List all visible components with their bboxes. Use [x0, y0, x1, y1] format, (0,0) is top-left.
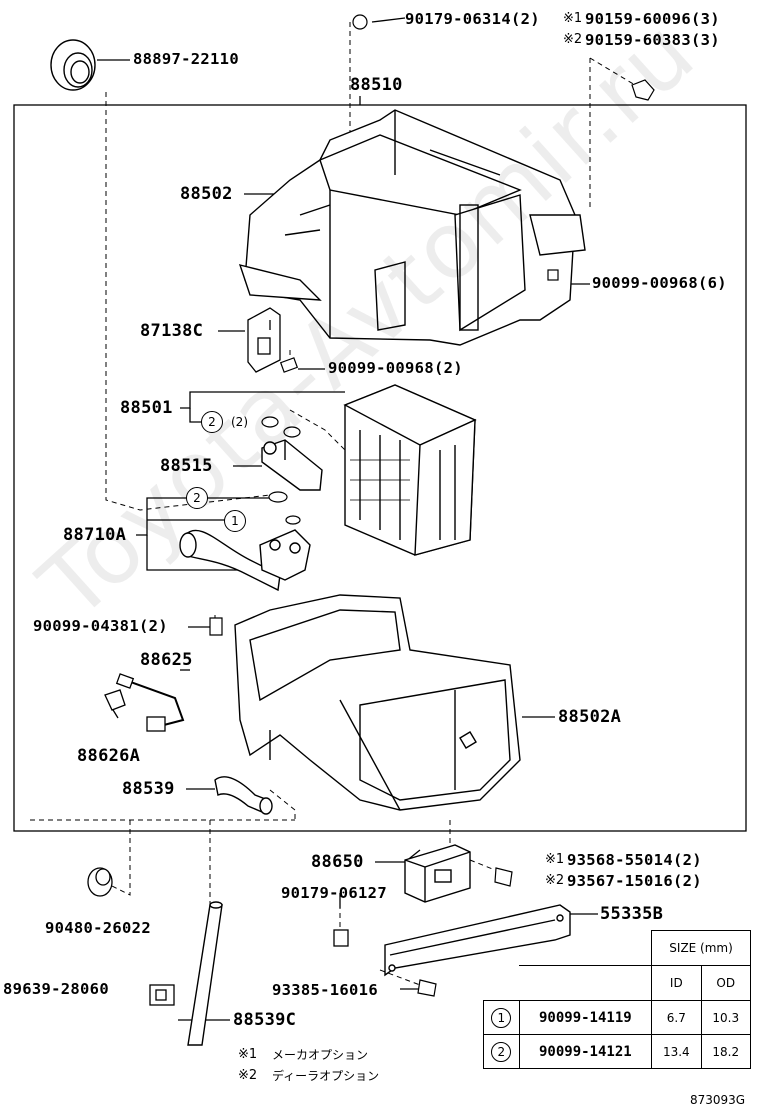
row-part: 90099-14121	[518, 1034, 653, 1069]
label-93567-15016: 93567-15016(2)	[567, 872, 702, 890]
label-88897-22110: 88897-22110	[133, 50, 239, 68]
label-88539c: 88539C	[233, 1010, 297, 1030]
label-90179-06127: 90179-06127	[281, 884, 387, 902]
col-od-header: OD	[700, 965, 752, 1001]
row-id: 6.7	[651, 1000, 702, 1035]
row-od: 10.3	[700, 1000, 752, 1035]
label-55335b: 55335B	[600, 904, 664, 924]
bracket-55335b	[384, 904, 571, 977]
gasket-88897	[50, 39, 96, 91]
note-mark-2b: ※2	[545, 873, 565, 888]
amplifier-88650	[404, 844, 471, 903]
label-88626a: 88626A	[77, 746, 141, 766]
label-90099-04381: 90099-04381(2)	[33, 617, 168, 635]
size-table: SIZE (mm) ID OD 1 90099-14119 6.7 10.3 2…	[483, 930, 752, 1069]
label-93568-55014: 93568-55014(2)	[567, 851, 702, 869]
figure-code: 873093G	[690, 1093, 746, 1107]
label-qty-2: (2)	[231, 415, 248, 429]
col-id-header: ID	[651, 965, 702, 1001]
label-90179-06314: 90179-06314(2)	[405, 10, 540, 28]
note-mark-1: ※1	[563, 11, 583, 26]
row-ref: 2	[491, 1042, 512, 1062]
label-90159-60096: 90159-60096(3)	[585, 10, 720, 28]
label-88502: 88502	[180, 184, 233, 204]
label-90099-00968-2: 90099-00968(2)	[328, 359, 463, 377]
label-88625: 88625	[140, 650, 193, 670]
label-88710a: 88710A	[63, 525, 127, 545]
label-90099-00968-6: 90099-00968(6)	[592, 274, 727, 292]
table-row: 1 90099-14119 6.7 10.3	[483, 1000, 752, 1035]
label-88515: 88515	[160, 456, 213, 476]
hose-88539c	[187, 901, 223, 1046]
expansion-valve-88515	[261, 439, 323, 491]
row-part: 90099-14119	[518, 1000, 653, 1035]
clip-89639	[149, 984, 175, 1006]
label-88501: 88501	[120, 398, 173, 418]
callout-2-upper: 2	[201, 411, 223, 433]
assembly-frame	[13, 104, 747, 832]
callout-2-lower: 2	[186, 487, 208, 509]
lower-case-88502a	[234, 594, 521, 811]
label-90480-26022: 90480-26022	[45, 919, 151, 937]
pipe-88710a	[179, 529, 311, 592]
size-header: SIZE (mm)	[651, 930, 751, 966]
table-row: 2 90099-14121 13.4 18.2	[483, 1034, 752, 1069]
grommet-90480	[87, 867, 113, 897]
row-ref: 1	[491, 1008, 512, 1028]
label-88502a: 88502A	[558, 707, 622, 727]
footnote-2: ディーラオプション	[272, 1069, 380, 1083]
label-88510: 88510	[350, 75, 403, 95]
footnote-1: メーカオプション	[272, 1048, 369, 1062]
label-89639-28060: 89639-28060	[3, 980, 109, 998]
label-93385-16016: 93385-16016	[272, 981, 378, 999]
clip-90179-06127	[333, 929, 349, 947]
footnote-mark-1: ※1	[238, 1047, 258, 1062]
row-id: 13.4	[651, 1034, 702, 1069]
row-od: 18.2	[700, 1034, 752, 1069]
upper-case-88502	[238, 109, 586, 346]
evaporator-88501	[343, 384, 477, 556]
footnote-mark-2: ※2	[238, 1068, 258, 1083]
label-90159-60383: 90159-60383(3)	[585, 31, 720, 49]
label-87138c: 87138C	[140, 321, 204, 341]
label-88650: 88650	[311, 852, 364, 872]
bracket-87138c	[247, 307, 281, 373]
callout-1: 1	[224, 510, 246, 532]
hose-88539	[214, 776, 273, 815]
label-88539: 88539	[122, 779, 175, 799]
note-mark-2: ※2	[563, 32, 583, 47]
sensor-88625	[104, 673, 185, 732]
note-mark-1b: ※1	[545, 852, 565, 867]
